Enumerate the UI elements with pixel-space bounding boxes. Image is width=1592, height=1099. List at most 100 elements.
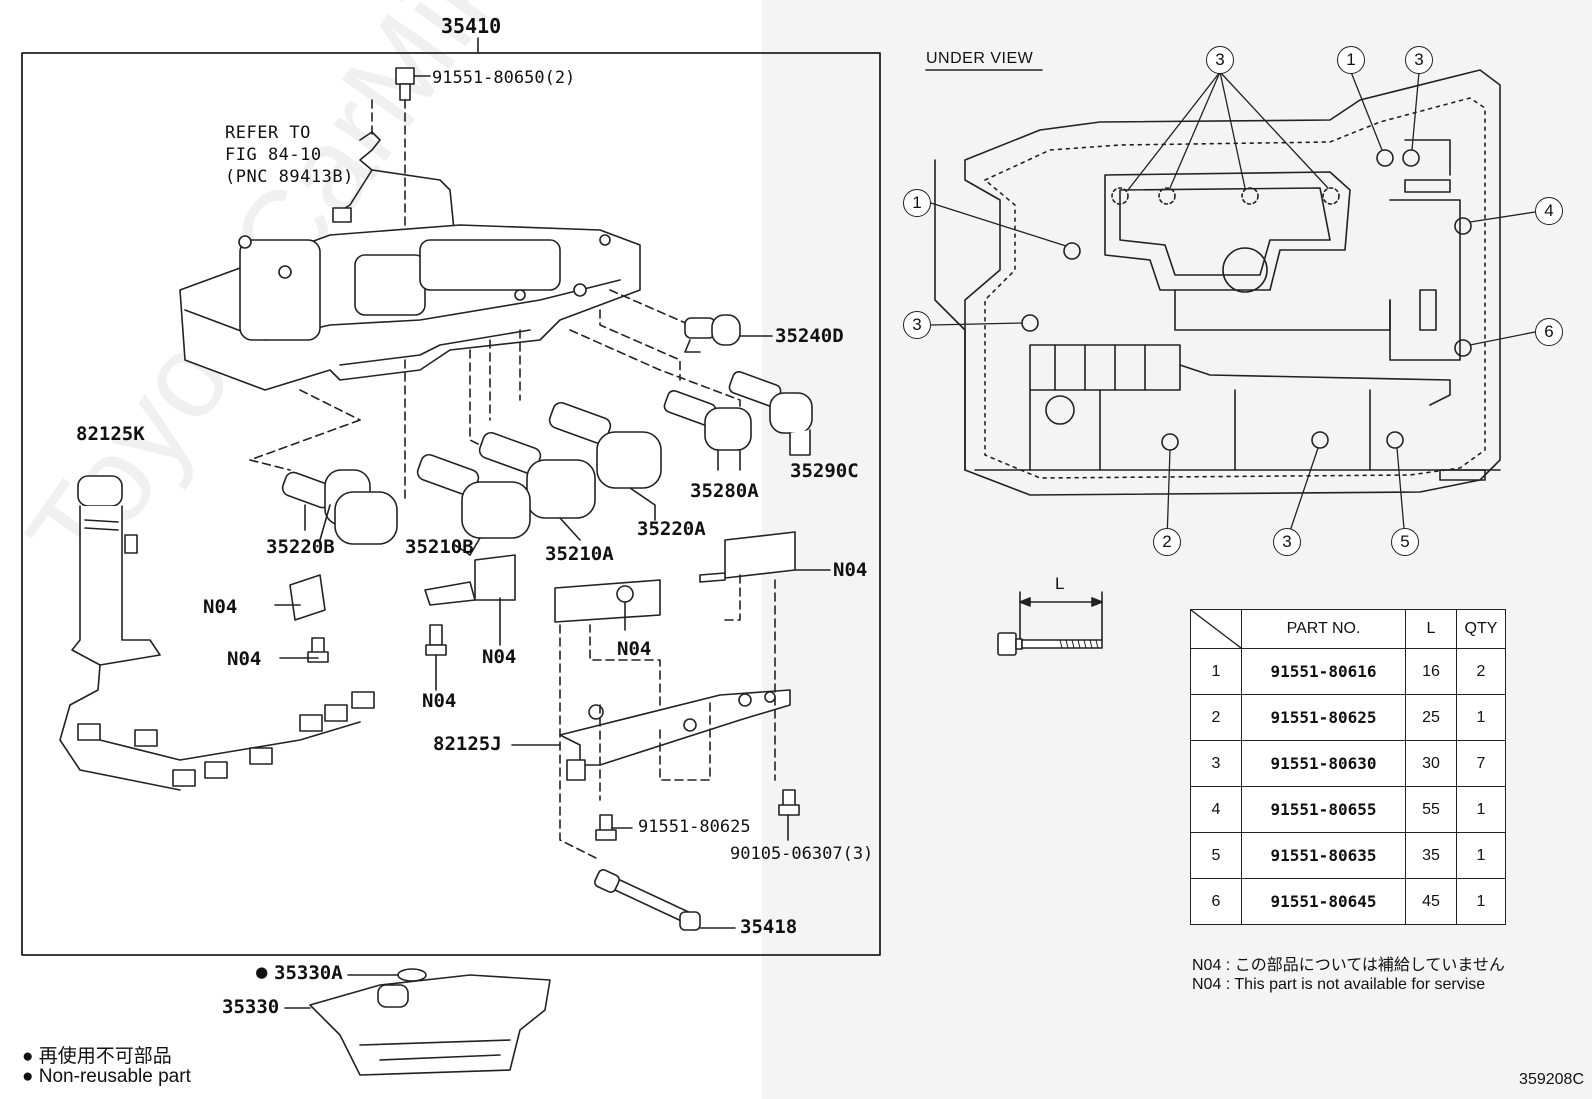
label-35220B: 35220B xyxy=(266,536,335,558)
row-length: 55 xyxy=(1405,786,1457,833)
row-qty: 1 xyxy=(1456,694,1506,741)
table-row: 2 91551-80625 25 1 xyxy=(1190,694,1506,741)
harness-82125K xyxy=(59,475,375,791)
table-header-l: L xyxy=(1405,609,1457,649)
row-length: 25 xyxy=(1405,694,1457,741)
strainer-35330 xyxy=(309,968,551,1076)
label-35280A: 35280A xyxy=(690,480,759,502)
legend-jp: ● 再使用不可部品 xyxy=(22,1041,172,1068)
refer-note-line1: REFER TO xyxy=(225,123,311,143)
label-35330: 35330 xyxy=(222,996,280,1018)
solenoid-35280A xyxy=(663,390,752,471)
row-qty: 2 xyxy=(1456,648,1506,695)
row-part-no: 91551-80630 xyxy=(1241,740,1406,787)
callout-6-right: 6 xyxy=(1535,318,1563,346)
row-qty: 7 xyxy=(1456,740,1506,787)
lower-dashes xyxy=(559,574,776,861)
assembly-part-no: 35410 xyxy=(441,14,502,38)
solenoid-35290C xyxy=(728,371,813,456)
table-row: 4 91551-80655 55 1 xyxy=(1190,786,1506,833)
row-no: 5 xyxy=(1190,832,1242,879)
solenoid-35240D xyxy=(684,314,766,353)
plate-82125J xyxy=(559,689,791,781)
label-n04-right-bracket: N04 xyxy=(833,559,868,581)
solenoid-35220B xyxy=(281,469,398,545)
refer-note-line2: FIG 84-10 xyxy=(225,145,322,165)
callout-1-left: 1 xyxy=(903,189,931,217)
row-length: 35 xyxy=(1405,832,1457,879)
row-part-no: 91551-80616 xyxy=(1241,648,1406,695)
row-qty: 1 xyxy=(1456,878,1506,925)
label-35290C: 35290C xyxy=(790,460,859,482)
row-no: 1 xyxy=(1190,648,1242,695)
row-no: 2 xyxy=(1190,694,1242,741)
row-no: 6 xyxy=(1190,878,1242,925)
legend-en-text: Non-reusable part xyxy=(38,1066,191,1087)
table-row: 3 91551-80630 30 7 xyxy=(1190,740,1506,787)
bolt-holes xyxy=(1021,149,1472,451)
row-no: 3 xyxy=(1190,740,1242,787)
note-n04-en: N04 : This part is not available for ser… xyxy=(1192,976,1486,993)
lower-bolts xyxy=(595,789,800,841)
legend-dot-icon: ● xyxy=(22,1066,34,1087)
label-35210A: 35210A xyxy=(545,543,614,565)
row-length: 16 xyxy=(1405,648,1457,695)
label-n04-left-bolt: N04 xyxy=(227,648,262,670)
row-part-no: 91551-80635 xyxy=(1241,832,1406,879)
solenoid-35210B xyxy=(416,453,531,556)
solenoid-35220A xyxy=(548,401,662,521)
valve-body-block xyxy=(179,224,641,391)
callout-leaders xyxy=(930,71,1536,541)
refer-note-line3: (PNC 89413B) xyxy=(225,167,354,187)
label-bolt-top: 91551-80650(2) xyxy=(432,68,576,88)
label-35330A: 35330A xyxy=(274,962,343,984)
label-bolt-mid: 91551-80625 xyxy=(638,817,751,837)
figure-number: 359208C xyxy=(1519,1071,1584,1088)
row-no: 4 xyxy=(1190,786,1242,833)
label-35240D: 35240D xyxy=(775,325,844,347)
label-n04-plate: N04 xyxy=(617,638,652,660)
legend-en: ● Non-reusable part xyxy=(22,1066,191,1088)
under-view-title: UNDER VIEW xyxy=(926,50,1034,67)
n04-brackets xyxy=(289,531,796,663)
row-part-no: 91551-80655 xyxy=(1241,786,1406,833)
label-82125K: 82125K xyxy=(76,423,145,445)
callout-3-bottom: 3 xyxy=(1273,528,1301,556)
under-view-drawing xyxy=(925,69,1536,541)
note-n04-jp: N04 : この部品については補給していません xyxy=(1192,957,1505,974)
pipe-35418 xyxy=(594,869,701,931)
table-header-corner xyxy=(1190,609,1242,649)
callout-3-top: 3 xyxy=(1206,46,1234,74)
label-bolt-90105: 90105-06307(3) xyxy=(730,844,874,864)
callout-3-top-right: 3 xyxy=(1405,46,1433,74)
row-part-no: 91551-80625 xyxy=(1241,694,1406,741)
row-length: 30 xyxy=(1405,740,1457,787)
callout-2-bottom: 2 xyxy=(1153,528,1181,556)
callout-4-right: 4 xyxy=(1535,197,1563,225)
leader-lines xyxy=(274,335,831,1009)
label-35418: 35418 xyxy=(740,916,798,938)
table-row: 5 91551-80635 35 1 xyxy=(1190,832,1506,879)
table-header-row: PART NO. L QTY xyxy=(1190,609,1506,649)
label-35220A: 35220A xyxy=(637,518,706,540)
row-length: 45 xyxy=(1405,878,1457,925)
assembly-frame xyxy=(21,52,881,956)
table-row: 1 91551-80616 16 2 xyxy=(1190,648,1506,695)
row-part-no: 91551-80645 xyxy=(1241,878,1406,925)
label-n04-left-bracket: N04 xyxy=(203,596,238,618)
label-82125J: 82125J xyxy=(433,733,502,755)
label-35210B: 35210B xyxy=(405,536,474,558)
row-qty: 1 xyxy=(1456,786,1506,833)
bolt-dim-label: L xyxy=(1055,574,1065,593)
callout-3-left: 3 xyxy=(903,311,931,339)
table-header-qty: QTY xyxy=(1456,609,1506,649)
table-row: 6 91551-80645 45 1 xyxy=(1190,878,1506,925)
label-n04-center-bolt: N04 xyxy=(422,690,457,712)
bolt-dimension xyxy=(997,591,1103,656)
legend-dot-icon: ● xyxy=(22,1046,34,1067)
row-qty: 1 xyxy=(1456,832,1506,879)
label-n04-center-bracket: N04 xyxy=(482,646,517,668)
legend-jp-text: 再使用不可部品 xyxy=(38,1046,172,1067)
label-35330A-marker: ● xyxy=(256,961,268,983)
